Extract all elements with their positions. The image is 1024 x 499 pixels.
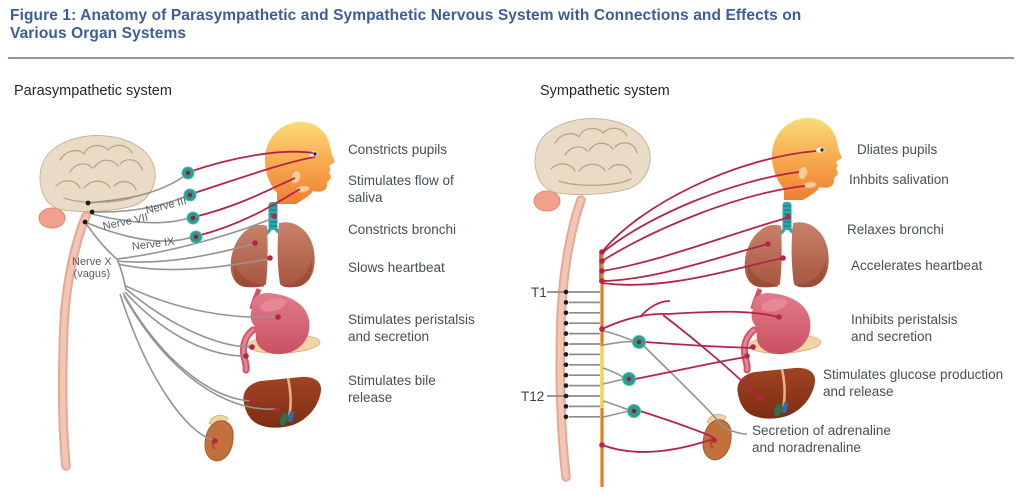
parasympathetic-ganglia [181,166,203,244]
parasympathetic-diagram [38,121,336,471]
parasympathetic-heading: Parasympathetic system [14,83,172,99]
sympathetic-diagram [533,117,843,487]
effect-label: Relaxes bronchi [847,222,944,237]
cranial-nerve-lines [84,173,196,242]
brainstem-dots [82,200,95,225]
title-divider [8,57,1014,59]
organ-terminal-dots [212,213,281,444]
spinal-segment-rows [547,289,600,420]
effect-label: Stimulates peristalsis and secretion [348,312,475,344]
figure-title: Figure 1: Anatomy of Parasympathetic and… [10,7,802,42]
effect-label: Inhbits salivation [849,172,949,187]
stomach-illustration [243,289,320,370]
organ-terminal-dots [711,214,791,443]
effect-label: Constricts bronchi [348,222,457,237]
t12-label: T12 [521,389,545,404]
effect-label: Secretion of adrenaline and noradrenalin… [752,423,891,455]
stomach-illustration [744,289,821,370]
sympathetic-heading: Sympathetic system [540,83,670,99]
effect-label: Stimulates flow of saliva [348,173,454,205]
effect-label: Dliates pupils [857,142,938,157]
nerve-x-label: Nerve X (vagus) [72,256,112,280]
chain-terminal-dots [599,249,605,448]
head-illustration [264,121,336,205]
effect-label: Inhibits peristalsis and secretion [851,312,958,344]
effect-label: Constricts pupils [348,142,448,157]
effect-label: Slows heartbeat [348,260,445,275]
sympathetic-ganglia [622,335,646,418]
postganglionic-lines [188,150,316,237]
liver-illustration [736,366,817,420]
vagus-nerve-lines [84,217,278,441]
head-illustration [771,117,843,201]
effect-label: Accelerates heartbeat [851,258,983,273]
t1-label: T1 [531,285,547,300]
effect-label: Stimulates glucose production and releas… [823,367,1004,399]
spinal-cord-illustration [555,195,586,482]
liver-illustration [242,375,323,429]
brain-illustration [533,117,651,212]
effect-label: Stimulates bile release [348,373,436,405]
spinal-cord-illustration [57,211,91,471]
sympathetic-chain [599,250,604,487]
sympathetic-nerve-lines [601,150,817,453]
